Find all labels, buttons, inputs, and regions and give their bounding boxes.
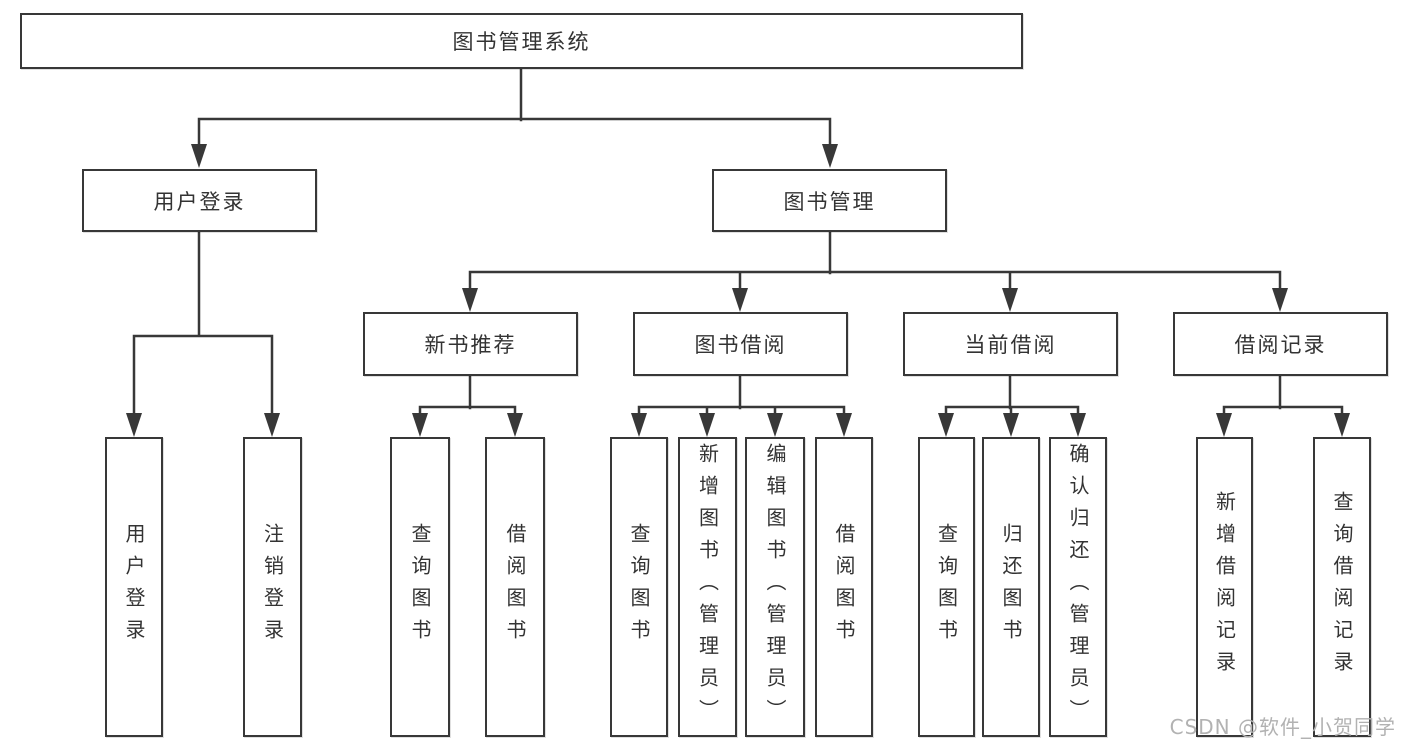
leaf-user-login: 用户登录 [105,437,163,737]
leaf-borrow-books-borrow: 借阅图书 [815,437,873,737]
watermark: CSDN @软件_小贺同学 [1169,715,1396,739]
node-user-login: 用户登录 [82,169,317,232]
connector-arrowheads [126,144,1350,437]
leaf-logout: 注销登录 [243,437,302,737]
node-book-management: 图书管理 [712,169,947,232]
leaf-confirm-return-admin: 确认归还（管理员） [1049,437,1107,737]
leaf-query-books-borrow: 查询图书 [610,437,668,737]
node-library-system: 图书管理系统 [20,13,1023,69]
leaf-query-books-recommend: 查询图书 [390,437,450,737]
leaf-add-borrow-record: 新增借阅记录 [1196,437,1253,737]
leaf-edit-book-admin: 编辑图书（管理员） [745,437,805,737]
leaf-query-books-current: 查询图书 [918,437,975,737]
node-current-borrowing: 当前借阅 [903,312,1118,376]
leaf-query-borrow-record: 查询借阅记录 [1313,437,1371,737]
node-new-book-recommendation: 新书推荐 [363,312,578,376]
leaf-borrow-books-recommend: 借阅图书 [485,437,545,737]
leaf-add-book-admin: 新增图书（管理员） [678,437,737,737]
node-borrowing-records: 借阅记录 [1173,312,1388,376]
node-book-borrowing: 图书借阅 [633,312,848,376]
leaf-return-books: 归还图书 [982,437,1040,737]
